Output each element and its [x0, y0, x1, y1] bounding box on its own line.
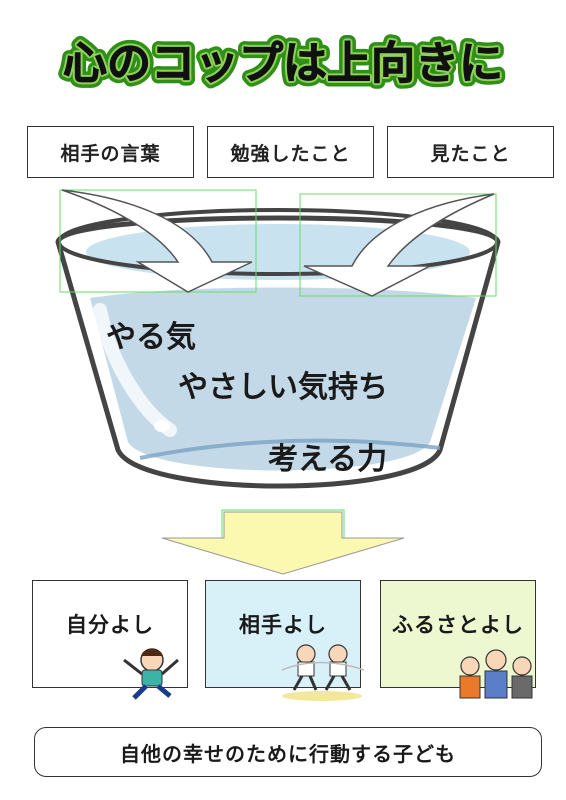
running-child-illustration	[123, 648, 179, 700]
input-box-seen: 見たこと	[387, 126, 554, 178]
cup-rim-inner	[57, 208, 499, 276]
family-illustration	[459, 649, 533, 699]
arrow-frame-left	[59, 189, 257, 293]
water-line	[139, 438, 441, 460]
outcome-label-self: 自分よし	[66, 613, 154, 637]
right-input-arrow	[303, 193, 495, 297]
cup-text-kindness: やさしい気持ち	[178, 370, 388, 405]
outcome-label-others: 相手よし	[239, 613, 327, 637]
cup-text-thinking: 考える力	[268, 442, 388, 477]
outcome-box-self: 自分よし	[32, 580, 188, 688]
outcome-label-hometown: ふるさとよし	[392, 613, 524, 637]
cup-highlight-dot	[154, 420, 170, 432]
goal-box: 自他の幸せのために行動する子ども	[34, 727, 542, 777]
input-box-study: 勉強したこと	[207, 126, 374, 178]
cup-text-motivation: やる気	[106, 320, 196, 355]
cup-diagram	[55, 189, 501, 489]
cup-water	[90, 287, 476, 471]
title-outline: 心のコップは上向きに	[63, 38, 503, 89]
title-mid: 心のコップは上向きに	[63, 38, 503, 89]
left-input-arrow	[61, 189, 253, 293]
down-arrow-shape	[161, 511, 405, 575]
page-title: 心のコップは上向きに	[63, 38, 503, 89]
outcome-box-hometown: ふるさとよし	[380, 580, 536, 688]
input-box-words: 相手の言葉	[27, 126, 194, 178]
relay-children-illustration	[281, 644, 365, 701]
title-banner: 心のコップは上向きに 心のコップは上向きに 心のコップは上向きに	[57, 32, 509, 95]
down-arrow	[161, 509, 405, 575]
arrow-frame-right	[299, 193, 497, 297]
